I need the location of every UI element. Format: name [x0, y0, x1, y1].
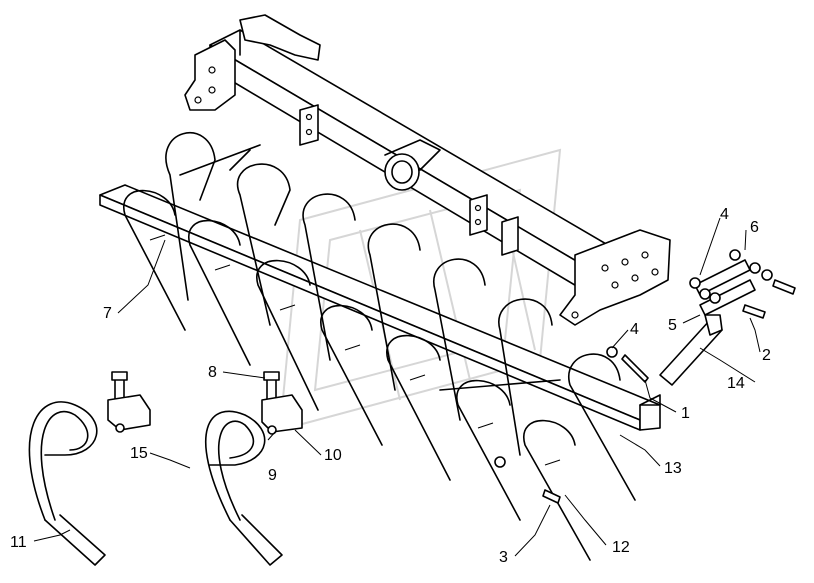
callout-leaders — [33, 217, 761, 557]
callout-2: 2 — [762, 347, 771, 364]
callout-7: 7 — [103, 305, 112, 322]
hardware-right — [494, 249, 796, 504]
callout-14: 14 — [727, 375, 745, 392]
loose-tines — [28, 401, 283, 566]
callout-4-mid: 4 — [630, 321, 639, 338]
loose-clamp-brackets — [107, 371, 303, 435]
callout-3: 3 — [499, 549, 508, 566]
callout-5: 5 — [668, 317, 677, 334]
callout-15: 15 — [130, 445, 148, 462]
callout-8: 8 — [208, 364, 217, 381]
spring-tines — [122, 132, 636, 561]
callout-9: 9 — [268, 467, 277, 484]
callout-6: 6 — [750, 219, 759, 236]
callout-4-top: 4 — [720, 206, 729, 223]
main-frame — [184, 14, 671, 326]
callout-13: 13 — [664, 460, 682, 477]
callout-12: 12 — [612, 539, 630, 556]
callout-1: 1 — [681, 405, 690, 422]
callout-10: 10 — [324, 447, 342, 464]
callout-11: 11 — [10, 534, 27, 551]
callout-labels: 7 8 9 10 15 11 3 12 13 1 14 2 5 6 4 4 — [10, 206, 771, 566]
